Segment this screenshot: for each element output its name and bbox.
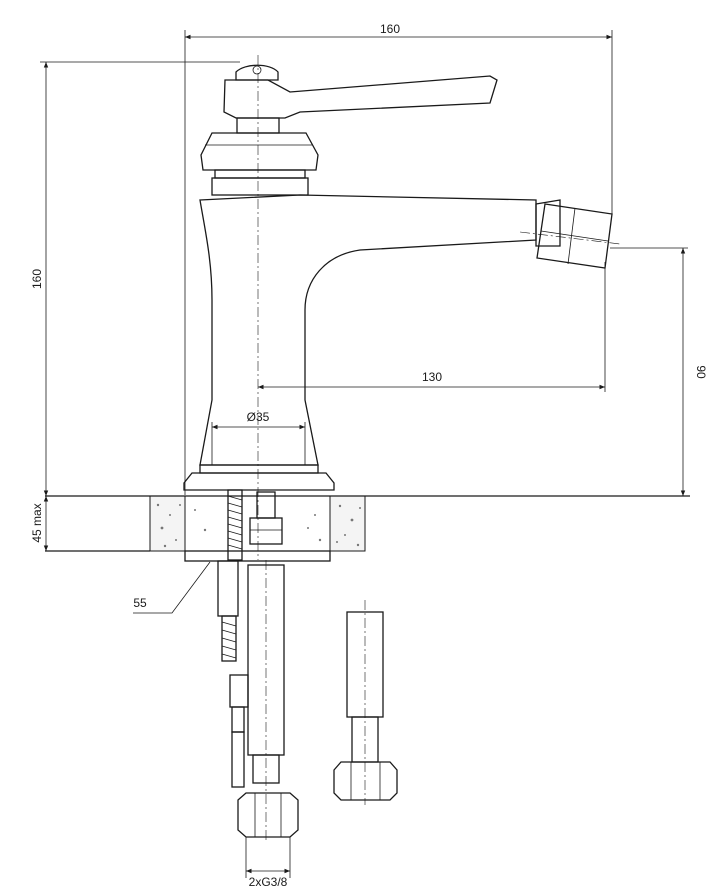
under-deck-fixings (217, 489, 283, 788)
mixer-body (183, 64, 621, 491)
dim-outlet-height: 90 (694, 365, 708, 379)
dim-hole-diameter: 55 (133, 596, 147, 610)
dim-base-diameter: Ø35 (247, 410, 270, 424)
countertop (45, 495, 690, 562)
dim-spout-reach: 130 (422, 370, 442, 384)
supply-hose-right (333, 600, 398, 805)
supply-hose-left (237, 560, 299, 840)
dim-total-height: 160 (30, 269, 44, 289)
dimension-lines (40, 30, 688, 878)
dim-total-width: 160 (380, 22, 400, 36)
dim-connection: 2xG3/8 (249, 875, 288, 889)
dim-deck-thickness: 45 max (30, 503, 44, 542)
